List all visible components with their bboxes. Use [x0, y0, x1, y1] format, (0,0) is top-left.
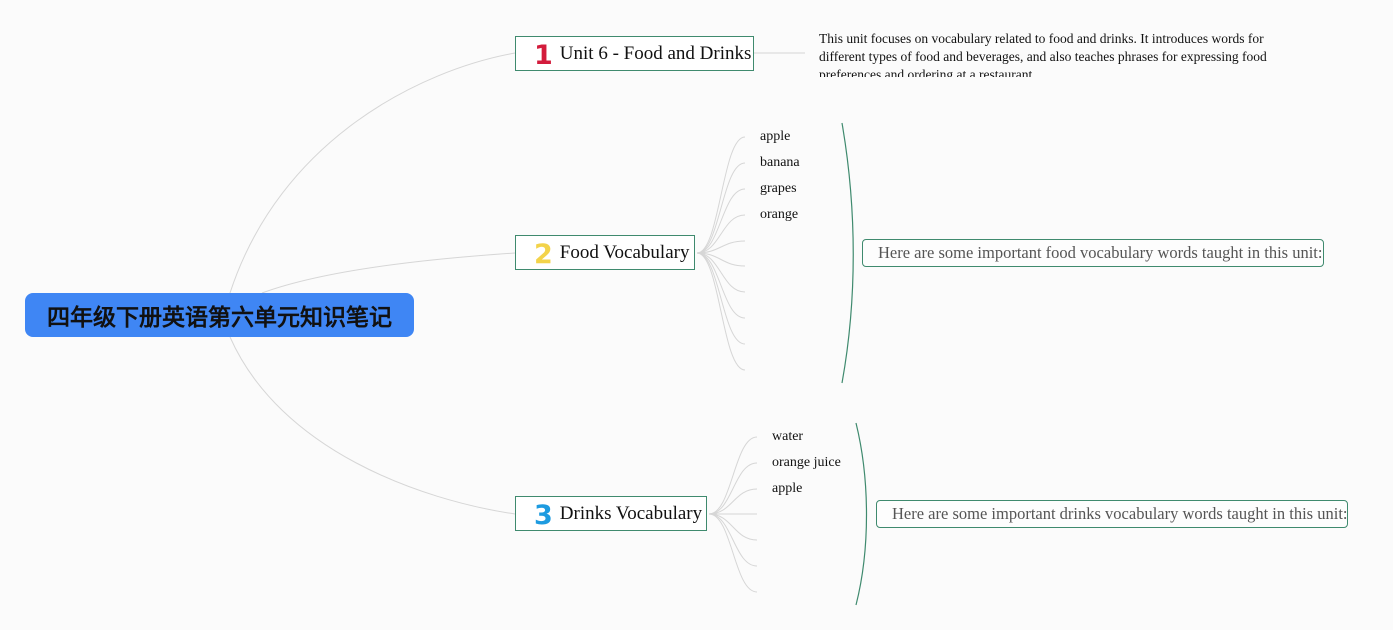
branch-label: Food Vocabulary	[559, 241, 690, 263]
food-summary-bracket	[841, 122, 854, 384]
food-summary-note[interactable]: Here are some important food vocabulary …	[862, 239, 1324, 267]
food-word-orange[interactable]: orange	[760, 207, 799, 222]
branch-label: Drinks Vocabulary	[559, 502, 703, 524]
connector-root-to-food	[261, 252, 516, 294]
branch-number-3: 3	[534, 500, 553, 531]
food-summary-text: Here are some important food vocabulary …	[878, 243, 1323, 262]
drinks-word-water[interactable]: water	[772, 429, 804, 444]
drinks-summary-bracket	[855, 422, 868, 606]
root-topic-title: 四年级下册英语第六单元知识笔记	[47, 305, 392, 331]
branch-number-2: 2	[534, 239, 553, 270]
unit-description: This unit focuses on vocabulary related …	[819, 31, 1267, 77]
branch-food-vocabulary[interactable]: 2 Food Vocabulary	[515, 235, 695, 270]
drinks-summary-text: Here are some important drinks vocabular…	[892, 504, 1348, 523]
food-leaf-connectors	[696, 136, 746, 371]
food-word-banana[interactable]: banana	[760, 155, 800, 170]
root-topic[interactable]: 四年级下册英语第六单元知识笔记	[25, 293, 414, 337]
branch-number-1: 1	[534, 40, 553, 71]
drinks-summary-note[interactable]: Here are some important drinks vocabular…	[876, 500, 1348, 528]
connector-root-to-drinks	[229, 336, 516, 515]
branch-drinks-vocabulary[interactable]: 3 Drinks Vocabulary	[515, 496, 707, 531]
connector-root-to-unit	[229, 52, 516, 294]
drinks-word-orange-juice[interactable]: orange juice	[772, 455, 841, 470]
drinks-leaf-connectors	[708, 436, 758, 593]
drinks-word-apple[interactable]: apple	[772, 481, 803, 496]
branch-unit-6[interactable]: 1 Unit 6 - Food and Drinks	[515, 36, 754, 71]
branch-label: Unit 6 - Food and Drinks	[559, 42, 752, 64]
food-word-apple[interactable]: apple	[760, 129, 791, 144]
food-word-grapes[interactable]: grapes	[760, 181, 797, 196]
